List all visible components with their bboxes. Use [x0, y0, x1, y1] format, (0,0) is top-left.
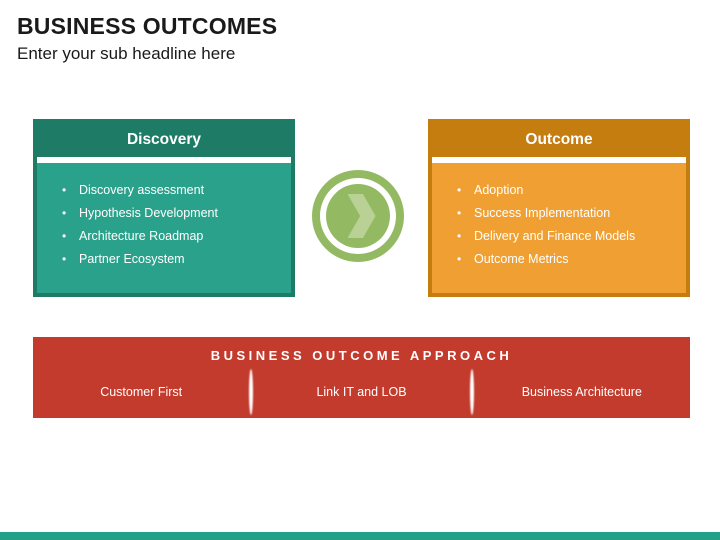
outcome-card: Outcome Adoption Success Implementation … — [428, 119, 690, 297]
list-item: Success Implementation — [432, 202, 686, 225]
page-title: BUSINESS OUTCOMES — [17, 13, 278, 39]
vertical-divider — [469, 369, 474, 415]
discovery-list: Discovery assessment Hypothesis Developm… — [37, 163, 291, 271]
approach-banner: BUSINESS OUTCOME APPROACH Customer First… — [33, 337, 690, 418]
card-header-divider — [432, 157, 686, 163]
discovery-card-title: Discovery — [37, 123, 291, 157]
list-item: Hypothesis Development — [37, 202, 291, 225]
list-item: Delivery and Finance Models — [432, 225, 686, 248]
discovery-card: Discovery Discovery assessment Hypothesi… — [33, 119, 295, 297]
footer-accent-bar — [0, 532, 720, 540]
card-header-divider — [37, 157, 291, 163]
vertical-divider — [249, 369, 254, 415]
arrow-white-ring — [320, 178, 396, 254]
banner-item: Business Architecture — [521, 385, 642, 399]
chevron-right-circle-icon — [312, 170, 404, 262]
outcome-card-title: Outcome — [432, 123, 686, 157]
page-subtitle: Enter your sub headline here — [17, 44, 236, 63]
list-item: Partner Ecosystem — [37, 248, 291, 271]
chevron-right-icon — [347, 194, 376, 238]
list-item: Architecture Roadmap — [37, 225, 291, 248]
outcome-list: Adoption Success Implementation Delivery… — [432, 163, 686, 271]
banner-item: Customer First — [100, 385, 183, 399]
list-item: Outcome Metrics — [432, 248, 686, 271]
banner-items-row: Customer First Link IT and LOB Business … — [33, 369, 690, 415]
banner-title: BUSINESS OUTCOME APPROACH — [210, 348, 513, 363]
list-item: Discovery assessment — [37, 179, 291, 202]
list-item: Adoption — [432, 179, 686, 202]
banner-item: Link IT and LOB — [316, 385, 407, 399]
arrow-green-disc — [326, 184, 390, 248]
